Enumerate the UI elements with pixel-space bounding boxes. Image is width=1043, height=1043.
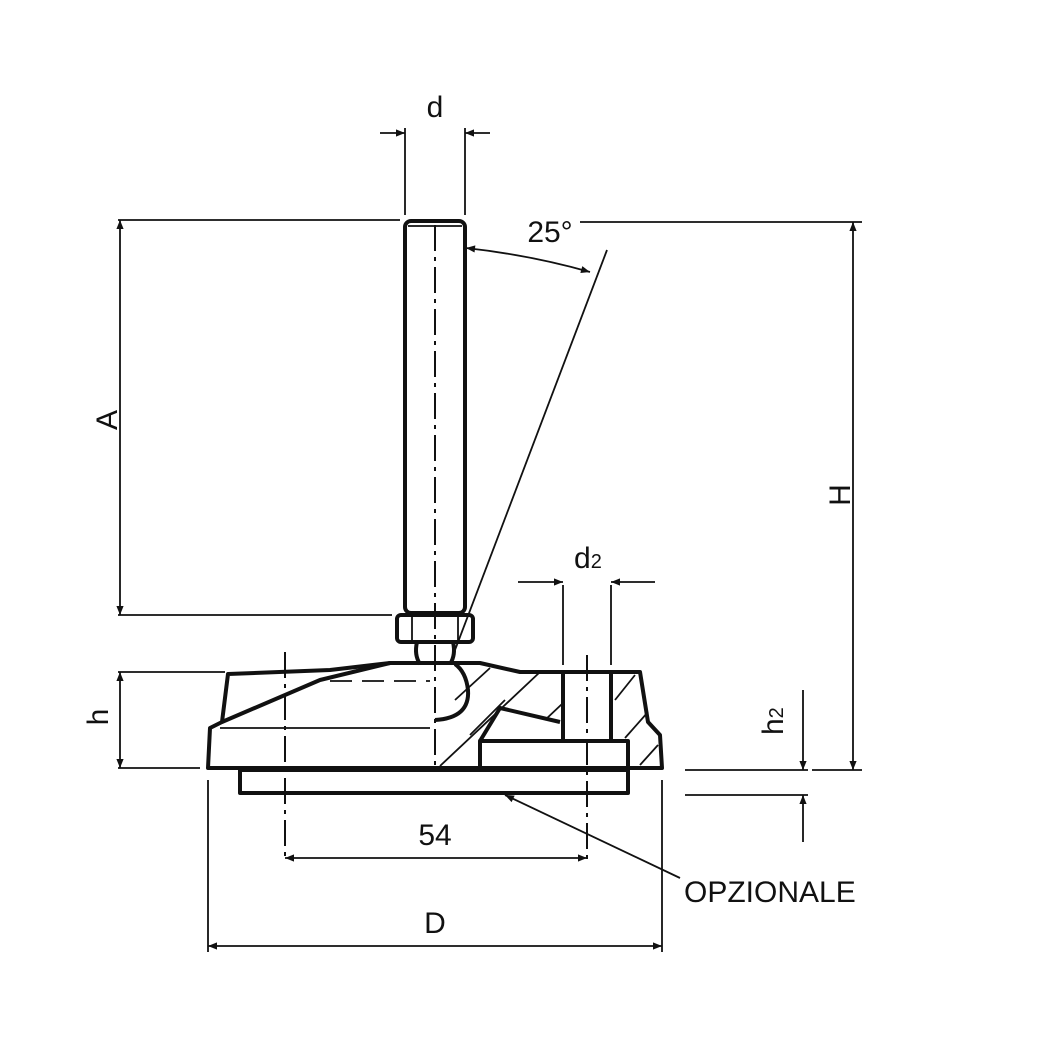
dim-label-d: d bbox=[427, 91, 444, 124]
section-hatching bbox=[439, 667, 659, 767]
dim-label-H: H bbox=[824, 484, 857, 506]
optional-label: OPZIONALE bbox=[684, 876, 856, 909]
dim-label-d2: d2 bbox=[574, 542, 602, 575]
dim-label-A: A bbox=[91, 410, 124, 430]
dim-label-54: 54 bbox=[418, 819, 451, 852]
insert-slot bbox=[478, 739, 630, 770]
ball-joint bbox=[434, 662, 471, 722]
dim-label-angle: 25° bbox=[527, 216, 572, 249]
hex-nut bbox=[395, 613, 475, 644]
dim-label-h2: h2 bbox=[757, 707, 790, 735]
optional-pad bbox=[238, 768, 630, 795]
dim-label-D: D bbox=[424, 907, 446, 940]
dim-label-h: h bbox=[82, 709, 115, 726]
